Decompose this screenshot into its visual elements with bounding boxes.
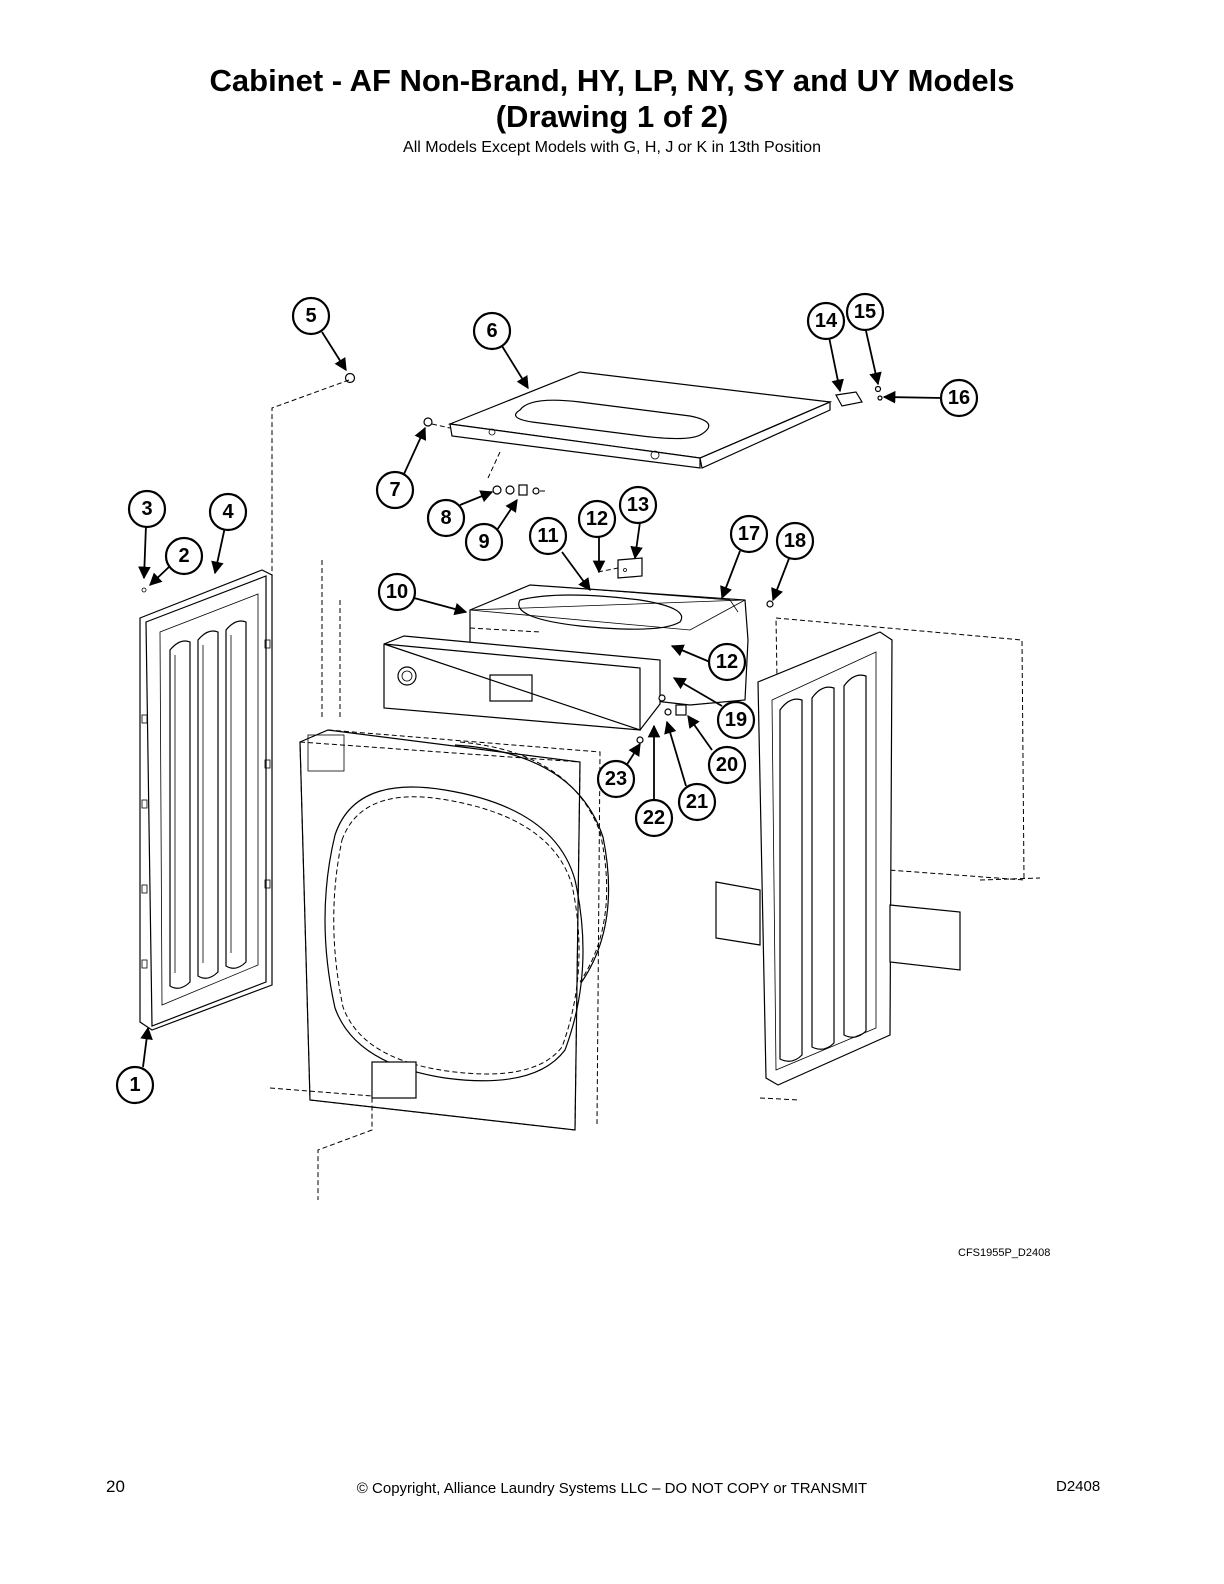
fasteners-top	[271, 372, 883, 580]
svg-text:11: 11	[537, 525, 558, 547]
callout-19: 19	[716, 700, 756, 740]
svg-text:10: 10	[386, 581, 408, 603]
callout-12-right: 12	[707, 642, 747, 682]
svg-text:6: 6	[486, 320, 497, 342]
svg-text:12: 12	[586, 508, 608, 530]
callout-1: 1	[115, 1065, 155, 1105]
rear-panel	[715, 617, 1041, 1101]
callout-17: 17	[729, 514, 769, 554]
svg-text:7: 7	[389, 479, 400, 501]
svg-text:2: 2	[178, 545, 189, 567]
callout-20: 20	[707, 745, 747, 785]
svg-text:8: 8	[440, 507, 451, 529]
console-assembly	[383, 557, 774, 744]
svg-text:17: 17	[738, 523, 760, 545]
page-title-drawing-number: (Drawing 1 of 2)	[495, 99, 729, 134]
callout-7: 7	[375, 470, 415, 510]
callout-15: 15	[845, 292, 885, 332]
callout-10: 10	[377, 572, 417, 612]
callout-9: 9	[464, 522, 504, 562]
document-code: D2408	[1056, 1478, 1101, 1495]
callout-21: 21	[677, 782, 717, 822]
svg-text:1: 1	[129, 1074, 140, 1096]
callout-23: 23	[596, 759, 636, 799]
svg-text:15: 15	[854, 301, 876, 323]
callout-3: 3	[127, 489, 167, 529]
drawing-code: CFS1955P_D2408	[958, 1247, 1051, 1259]
page-subtitle: All Models Except Models with G, H, J or…	[403, 139, 821, 156]
svg-text:12: 12	[716, 651, 738, 673]
svg-text:18: 18	[784, 530, 806, 552]
callout-11: 11	[528, 516, 568, 556]
svg-text:5: 5	[305, 305, 316, 327]
callout-18: 18	[775, 521, 815, 561]
front-panel	[269, 560, 610, 1200]
callout-22: 22	[634, 798, 674, 838]
page-title: Cabinet - AF Non-Brand, HY, LP, NY, SY a…	[209, 63, 1015, 98]
svg-text:20: 20	[716, 754, 738, 776]
svg-text:13: 13	[627, 494, 649, 516]
page-number: 20	[106, 1477, 125, 1496]
top-panel	[447, 371, 833, 469]
svg-text:21: 21	[686, 791, 708, 813]
callout-8: 8	[426, 498, 466, 538]
callout-12-top: 12	[577, 499, 617, 539]
svg-text:14: 14	[815, 310, 838, 332]
svg-text:3: 3	[141, 498, 152, 520]
callout-2: 2	[164, 536, 204, 576]
leader-lines	[138, 330, 944, 1068]
svg-text:4: 4	[222, 501, 234, 523]
svg-text:16: 16	[948, 387, 970, 409]
callout-6: 6	[472, 311, 512, 351]
callout-13: 13	[618, 485, 658, 525]
svg-text:22: 22	[643, 807, 665, 829]
svg-text:23: 23	[605, 768, 627, 790]
callout-14: 14	[806, 301, 846, 341]
svg-text:9: 9	[478, 531, 489, 553]
callout-5: 5	[291, 296, 331, 336]
callout-4: 4	[208, 492, 248, 532]
left-side-panel	[139, 569, 273, 1031]
callout-16: 16	[939, 378, 979, 418]
svg-text:19: 19	[725, 709, 747, 731]
copyright-notice: © Copyright, Alliance Laundry Systems LL…	[356, 1480, 868, 1497]
